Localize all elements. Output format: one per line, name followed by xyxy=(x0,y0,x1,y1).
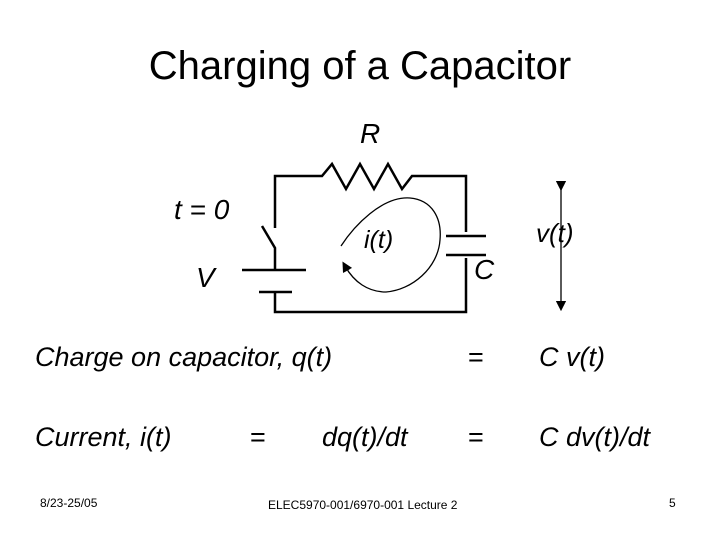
eq2-lhs: Current, i(t) xyxy=(35,422,172,452)
resistor xyxy=(273,161,468,232)
eq2-equals-2: = xyxy=(468,422,484,452)
current-label: i(t) xyxy=(364,226,394,254)
eq2-mid: dq(t)/dt xyxy=(322,422,408,452)
eq2-rhs: C dv(t)/dt xyxy=(539,422,651,452)
switch-label: t = 0 xyxy=(174,194,230,225)
footer-date: 8/23-25/05 xyxy=(40,496,98,510)
slide-title: Charging of a Capacitor xyxy=(148,44,572,88)
capacitor-label: C xyxy=(474,254,495,285)
switch xyxy=(260,225,277,270)
eq1-lhs: Charge on capacitor, q(t) xyxy=(35,342,333,372)
resistor-label: R xyxy=(360,118,381,149)
voltage-label: v(t) xyxy=(536,218,574,248)
current-arrow xyxy=(340,197,441,293)
eq1-equals: = xyxy=(468,342,484,372)
eq1-rhs: C v(t) xyxy=(539,342,605,372)
footer-page-number: 5 xyxy=(669,496,676,510)
eq2-equals-1: = xyxy=(250,422,266,452)
footer-course: ELEC5970-001/6970-001 Lecture 2 xyxy=(268,498,458,512)
source-label: V xyxy=(196,262,215,293)
battery xyxy=(273,258,468,314)
